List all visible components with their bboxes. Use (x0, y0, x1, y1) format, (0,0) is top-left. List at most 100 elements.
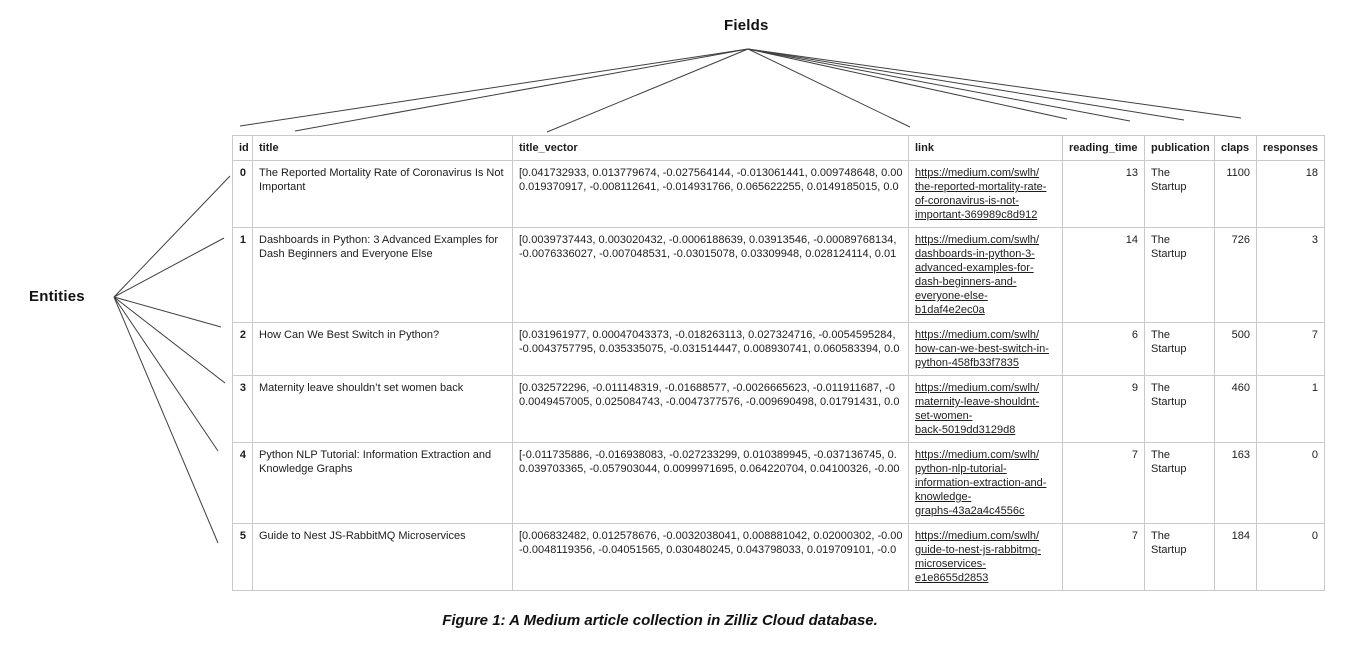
cell-id: 4 (232, 442, 253, 524)
cell-publication: The Startup (1144, 375, 1215, 443)
vector-line: [0.006832482, 0.012578676, -0.0032038041… (519, 530, 902, 542)
article-link[interactable]: https://medium.com/swlh/ (915, 329, 1040, 341)
article-link[interactable]: important-369989c8d912 (915, 209, 1038, 221)
vector-line: [0.0039737443, 0.003020432, -0.000618863… (519, 234, 897, 246)
cell-responses: 0 (1256, 523, 1325, 591)
cell-responses: 3 (1256, 227, 1325, 323)
entities-label: Entities (29, 288, 85, 305)
article-link[interactable]: back-5019dd3129d8 (915, 424, 1016, 436)
article-link[interactable]: dashboards-in-python-3- (915, 248, 1035, 260)
cell-reading-time: 13 (1062, 160, 1145, 228)
cell-id: 3 (232, 375, 253, 443)
figure-caption: Figure 1: A Medium article collection in… (442, 612, 878, 629)
article-link[interactable]: python-458fb33f7835 (915, 357, 1019, 369)
article-link[interactable]: graphs-43a2a4c4556c (915, 505, 1025, 517)
article-link[interactable]: guide-to-nest-js-rabbitmq- (915, 544, 1041, 556)
vector-line: 0.019370917, -0.008112641, -0.014931766,… (519, 181, 899, 193)
cell-link: https://medium.com/swlh/python-nlp-tutor… (908, 442, 1063, 524)
vector-line: [0.031961977, 0.00047043373, -0.01826311… (519, 329, 896, 341)
article-link[interactable]: maternity-leave-shouldnt- (915, 396, 1040, 408)
cell-reading-time: 9 (1062, 375, 1145, 443)
cell-title-vector: [0.041732933, 0.013779674, -0.027564144,… (512, 160, 909, 228)
cell-claps: 500 (1214, 322, 1257, 376)
cell-id: 2 (232, 322, 253, 376)
cell-claps: 1100 (1214, 160, 1257, 228)
vector-line: 0.039703365, -0.057903044, 0.0099971695,… (519, 463, 900, 475)
column-header-title_vector: title_vector (512, 135, 909, 161)
article-link[interactable]: everyone-else- (915, 290, 988, 302)
cell-id: 5 (232, 523, 253, 591)
article-link[interactable]: knowledge- (915, 491, 972, 503)
cell-responses: 7 (1256, 322, 1325, 376)
article-link[interactable]: microservices- (915, 558, 986, 570)
cell-publication: The Startup (1144, 442, 1215, 524)
vector-line: -0.0048119356, -0.04051565, 0.030480245,… (519, 544, 897, 556)
column-header-reading_time: reading_time (1062, 135, 1145, 161)
cell-claps: 460 (1214, 375, 1257, 443)
vector-line: [0.032572296, -0.011148319, -0.01688577,… (519, 382, 895, 394)
cell-link: https://medium.com/swlh/dashboards-in-py… (908, 227, 1063, 323)
cell-reading-time: 7 (1062, 442, 1145, 524)
column-header-claps: claps (1214, 135, 1257, 161)
cell-publication: The Startup (1144, 227, 1215, 323)
cell-title: Guide to Nest JS-RabbitMQ Microservices (252, 523, 513, 591)
cell-title: Dashboards in Python: 3 Advanced Example… (252, 227, 513, 323)
column-header-title: title (252, 135, 513, 161)
cell-title-vector: [-0.011735886, -0.016938083, -0.02723329… (512, 442, 909, 524)
cell-link: https://medium.com/swlh/guide-to-nest-js… (908, 523, 1063, 591)
entities-connector-lines (113, 175, 231, 544)
cell-title-vector: [0.031961977, 0.00047043373, -0.01826311… (512, 322, 909, 376)
cell-reading-time: 6 (1062, 322, 1145, 376)
cell-claps: 163 (1214, 442, 1257, 524)
cell-id: 0 (232, 160, 253, 228)
article-link[interactable]: the-reported-mortality-rate- (915, 181, 1047, 193)
cell-title-vector: [0.0039737443, 0.003020432, -0.000618863… (512, 227, 909, 323)
article-link[interactable]: how-can-we-best-switch-in- (915, 343, 1049, 355)
cell-link: https://medium.com/swlh/the-reported-mor… (908, 160, 1063, 228)
column-header-publication: publication (1144, 135, 1215, 161)
article-link[interactable]: e1e8655d2853 (915, 572, 989, 584)
cell-reading-time: 14 (1062, 227, 1145, 323)
article-link[interactable]: https://medium.com/swlh/ (915, 167, 1040, 179)
article-link[interactable]: of-coronavirus-is-not- (915, 195, 1019, 207)
article-link[interactable]: https://medium.com/swlh/ (915, 234, 1040, 246)
column-header-responses: responses (1256, 135, 1325, 161)
article-link[interactable]: https://medium.com/swlh/ (915, 530, 1040, 542)
article-link[interactable]: https://medium.com/swlh/ (915, 382, 1040, 394)
article-link[interactable]: advanced-examples-for- (915, 262, 1034, 274)
article-link[interactable]: https://medium.com/swlh/ (915, 449, 1040, 461)
cell-claps: 726 (1214, 227, 1257, 323)
cell-title-vector: [0.006832482, 0.012578676, -0.0032038041… (512, 523, 909, 591)
article-link[interactable]: set-women- (915, 410, 973, 422)
cell-title: Maternity leave shouldn’t set women back (252, 375, 513, 443)
cell-title: How Can We Best Switch in Python? (252, 322, 513, 376)
cell-link: https://medium.com/swlh/maternity-leave-… (908, 375, 1063, 443)
cell-publication: The Startup (1144, 322, 1215, 376)
cell-title-vector: [0.032572296, -0.011148319, -0.01688577,… (512, 375, 909, 443)
fields-connector-lines (239, 48, 1242, 133)
cell-title: The Reported Mortality Rate of Coronavir… (252, 160, 513, 228)
cell-link: https://medium.com/swlh/how-can-we-best-… (908, 322, 1063, 376)
article-link[interactable]: dash-beginners-and- (915, 276, 1017, 288)
cell-reading-time: 7 (1062, 523, 1145, 591)
column-header-link: link (908, 135, 1063, 161)
fields-label: Fields (724, 17, 769, 34)
vector-line: [0.041732933, 0.013779674, -0.027564144,… (519, 167, 902, 179)
article-link[interactable]: python-nlp-tutorial- (915, 463, 1007, 475)
cell-title: Python NLP Tutorial: Information Extract… (252, 442, 513, 524)
article-link[interactable]: information-extraction-and- (915, 477, 1047, 489)
cell-claps: 184 (1214, 523, 1257, 591)
article-link[interactable]: b1daf4e2ec0a (915, 304, 985, 316)
vector-line: 0.0049457005, 0.025084743, -0.0047377576… (519, 396, 900, 408)
cell-responses: 18 (1256, 160, 1325, 228)
